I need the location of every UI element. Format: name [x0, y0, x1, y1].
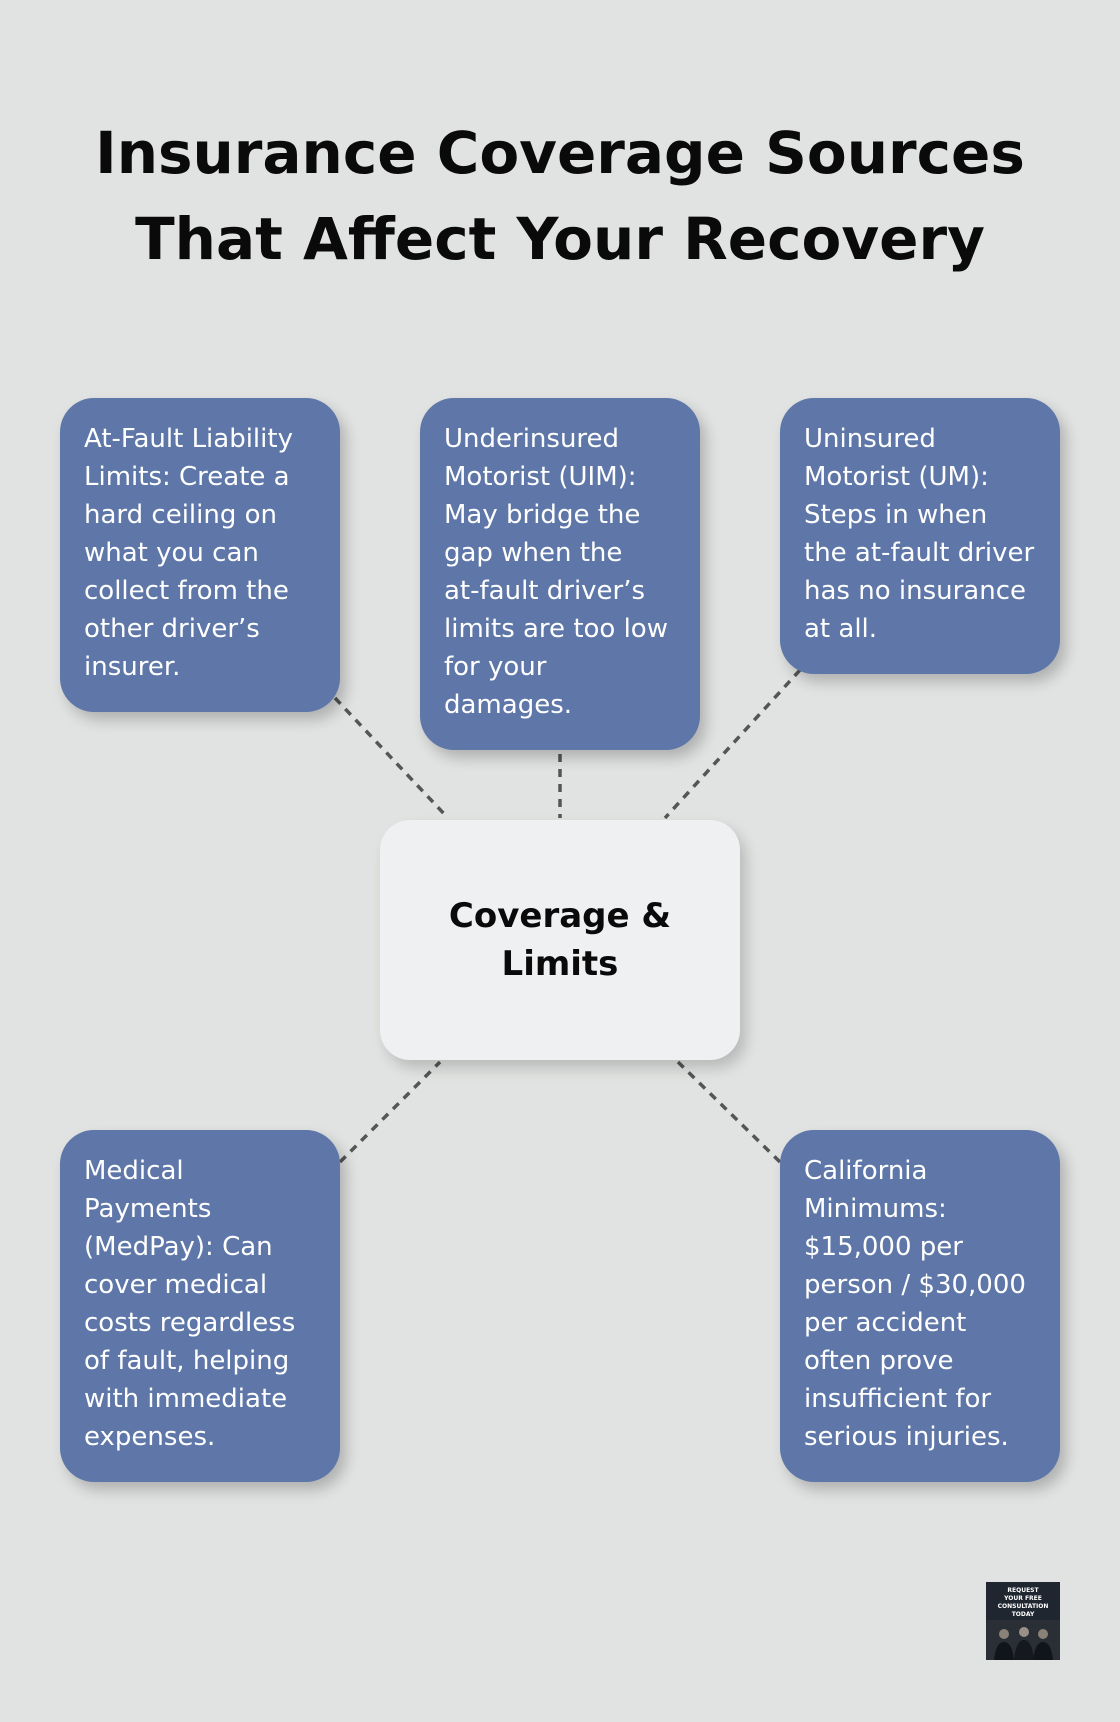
badge-photo-icon: [986, 1620, 1060, 1660]
node-underinsured-motorist: Underinsured Motorist (UIM): May bridge …: [420, 398, 700, 750]
consultation-badge[interactable]: REQUEST YOUR FREE CONSULTATION TODAY: [986, 1582, 1060, 1660]
connector-california-minimums: [676, 1060, 782, 1164]
badge-text: REQUEST YOUR FREE CONSULTATION TODAY: [997, 1587, 1049, 1618]
node-medical-payments: Medical Payments (MedPay): Can cover med…: [60, 1130, 340, 1482]
page-title: Insurance Coverage Sources That Affect Y…: [60, 110, 1060, 282]
node-california-minimums: California Minimums: $15,000 per person …: [780, 1130, 1060, 1482]
connector-medical-payments: [338, 1060, 442, 1164]
center-node: Coverage & Limits: [380, 820, 740, 1060]
node-at-fault-liability: At-Fault Liability Limits: Create a hard…: [60, 398, 340, 712]
connector-uninsured-motorist: [663, 668, 802, 820]
title-line-2: That Affect Your Recovery: [135, 205, 985, 273]
title-line-1: Insurance Coverage Sources: [95, 119, 1025, 187]
connector-at-fault-liability: [333, 696, 450, 820]
node-uninsured-motorist: Uninsured Motorist (UM): Steps in when t…: [780, 398, 1060, 674]
